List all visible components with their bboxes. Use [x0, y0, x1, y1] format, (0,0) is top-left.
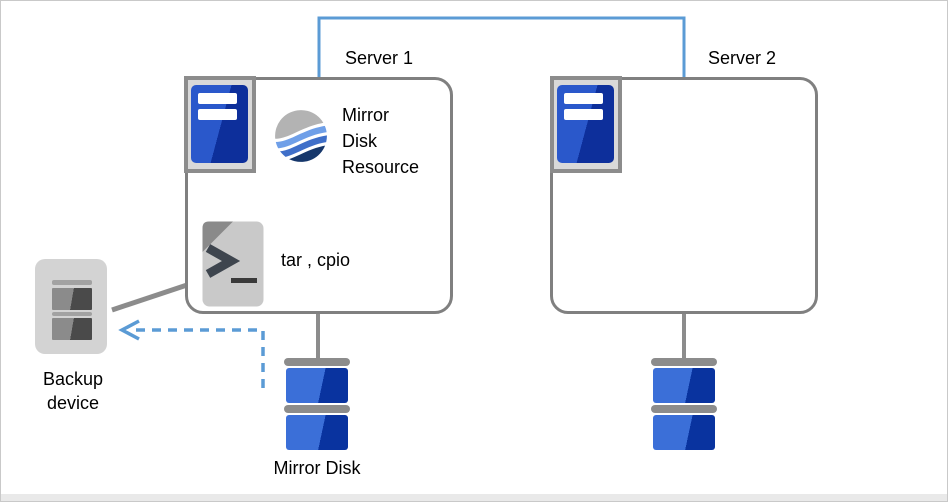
tape-drive-slot-bar	[52, 312, 92, 316]
backup-device-label: Backup device	[21, 367, 125, 415]
disk-platter	[653, 415, 715, 450]
server2-box	[550, 77, 818, 314]
server1-backup-line	[111, 278, 200, 313]
tape-drive-icon	[35, 259, 107, 354]
tape-drive-slot-bar	[52, 280, 92, 285]
server2-icon-holder	[550, 76, 622, 173]
disk-stack-icon	[284, 358, 350, 450]
backup-device-line2: device	[46, 393, 100, 413]
disk-cap	[651, 358, 717, 366]
server-interconnect-line	[317, 16, 686, 81]
disk-stack-icon	[651, 358, 717, 450]
tape-drive-bay	[52, 318, 92, 340]
mirror-disk-label: Mirror Disk	[273, 458, 361, 478]
disk-platter	[286, 368, 348, 403]
mirror-globe-icon	[274, 109, 328, 163]
mirror-disk-resource-line2: Disk	[342, 131, 377, 151]
prompt-chevron-icon	[205, 244, 241, 278]
tape-drive-bay	[52, 288, 92, 310]
mirror-disk-resource-line1: Mirror	[342, 105, 389, 125]
server-tower-icon	[191, 85, 248, 163]
server1-label: Server 1	[345, 48, 414, 68]
server1-icon-holder	[184, 76, 256, 173]
server-tower-slot	[564, 93, 603, 104]
disk-separator	[651, 405, 717, 413]
mirror-disk-resource-label: Mirror Disk Resource	[342, 102, 419, 180]
backup-flow-dashed-line	[129, 328, 265, 388]
backup-flow-arrowhead-icon	[118, 319, 140, 341]
server2-label: Server 2	[708, 48, 777, 68]
disk-separator	[284, 405, 350, 413]
disk-cap	[284, 358, 350, 366]
script-file-icon	[202, 221, 264, 307]
page-bottom-strip	[1, 494, 947, 501]
backup-device-line1: Backup	[42, 369, 104, 389]
server-tower-slot	[198, 109, 237, 120]
mirror-disk-resource-line3: Resource	[342, 157, 420, 177]
prompt-underscore-icon	[231, 278, 257, 283]
script-caption: tar , cpio	[281, 250, 351, 270]
server-tower-slot	[198, 93, 237, 104]
disk-platter	[653, 368, 715, 403]
server-tower-icon	[557, 85, 614, 163]
disk-platter	[286, 415, 348, 450]
server-tower-slot	[564, 109, 603, 120]
